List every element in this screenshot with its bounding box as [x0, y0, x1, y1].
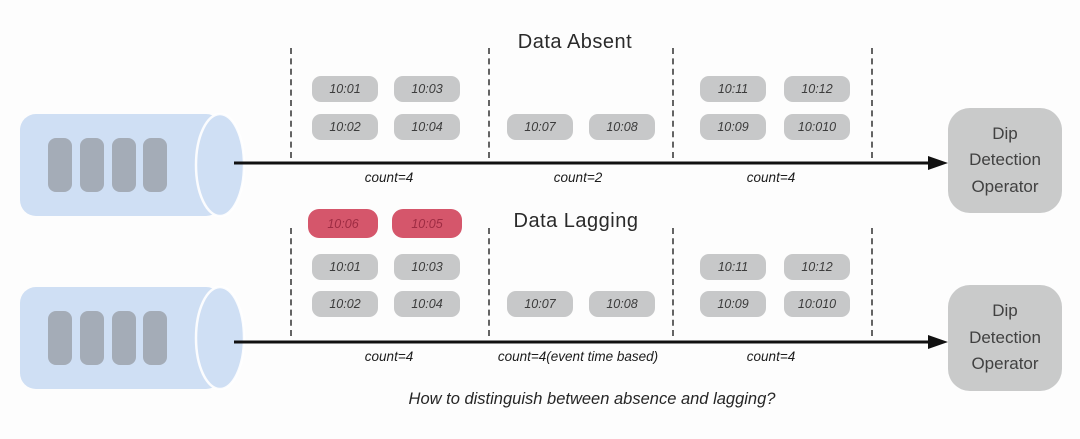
window-count-label: count=2 [553, 170, 603, 185]
data-source-cylinder-icon [20, 112, 246, 218]
event-pill: 10:12 [784, 254, 850, 280]
event-pill: 10:010 [784, 291, 850, 317]
window-separator [672, 228, 674, 336]
question-caption: How to distinguish between absence and l… [408, 390, 776, 408]
event-pill: 10:09 [700, 291, 766, 317]
window-separator [871, 228, 873, 336]
window-count-label: count=4 [746, 349, 796, 364]
absent-section-title: Data Absent [517, 31, 633, 53]
operator-line: Dip [992, 123, 1018, 143]
data-source-cylinder-icon [20, 285, 246, 391]
window-separator [488, 228, 490, 336]
window-count-label: count=4(event time based) [497, 349, 659, 364]
stream-arrow [234, 156, 948, 170]
event-pill: 10:12 [784, 76, 850, 102]
dip-detection-operator-box: Dip Detection Operator [948, 108, 1062, 213]
event-pill: 10:08 [589, 291, 655, 317]
event-pill: 10:01 [312, 254, 378, 280]
window-separator [672, 48, 674, 158]
queued-message-bars [48, 138, 167, 192]
event-pill: 10:01 [312, 76, 378, 102]
lagged-event-pill: 10:05 [392, 209, 462, 238]
event-pill: 10:03 [394, 76, 460, 102]
event-pill: 10:03 [394, 254, 460, 280]
event-pill: 10:11 [700, 76, 766, 102]
operator-line: Operator [971, 176, 1039, 196]
operator-line: Detection [969, 150, 1041, 170]
event-pill: 10:07 [507, 114, 573, 140]
operator-line: Dip [992, 301, 1018, 321]
window-count-label: count=4 [364, 170, 414, 185]
lagged-event-pill: 10:06 [308, 209, 378, 238]
window-count-label: count=4 [364, 349, 414, 364]
event-pill: 10:08 [589, 114, 655, 140]
event-pill: 10:02 [312, 291, 378, 317]
window-separator [488, 48, 490, 158]
event-pill: 10:11 [700, 254, 766, 280]
lagging-section-title: Data Lagging [513, 210, 639, 232]
event-pill: 10:07 [507, 291, 573, 317]
event-pill: 10:09 [700, 114, 766, 140]
event-pill: 10:02 [312, 114, 378, 140]
event-pill: 10:04 [394, 291, 460, 317]
operator-line: Operator [971, 354, 1039, 374]
window-separator [290, 48, 292, 158]
event-pill: 10:04 [394, 114, 460, 140]
stream-arrow [234, 335, 948, 349]
operator-line: Detection [969, 327, 1041, 347]
window-separator [871, 48, 873, 158]
window-separator [290, 228, 292, 336]
window-count-label: count=4 [746, 170, 796, 185]
dip-detection-operator-box: Dip Detection Operator [948, 285, 1062, 391]
queued-message-bars [48, 311, 167, 365]
event-pill: 10:010 [784, 114, 850, 140]
